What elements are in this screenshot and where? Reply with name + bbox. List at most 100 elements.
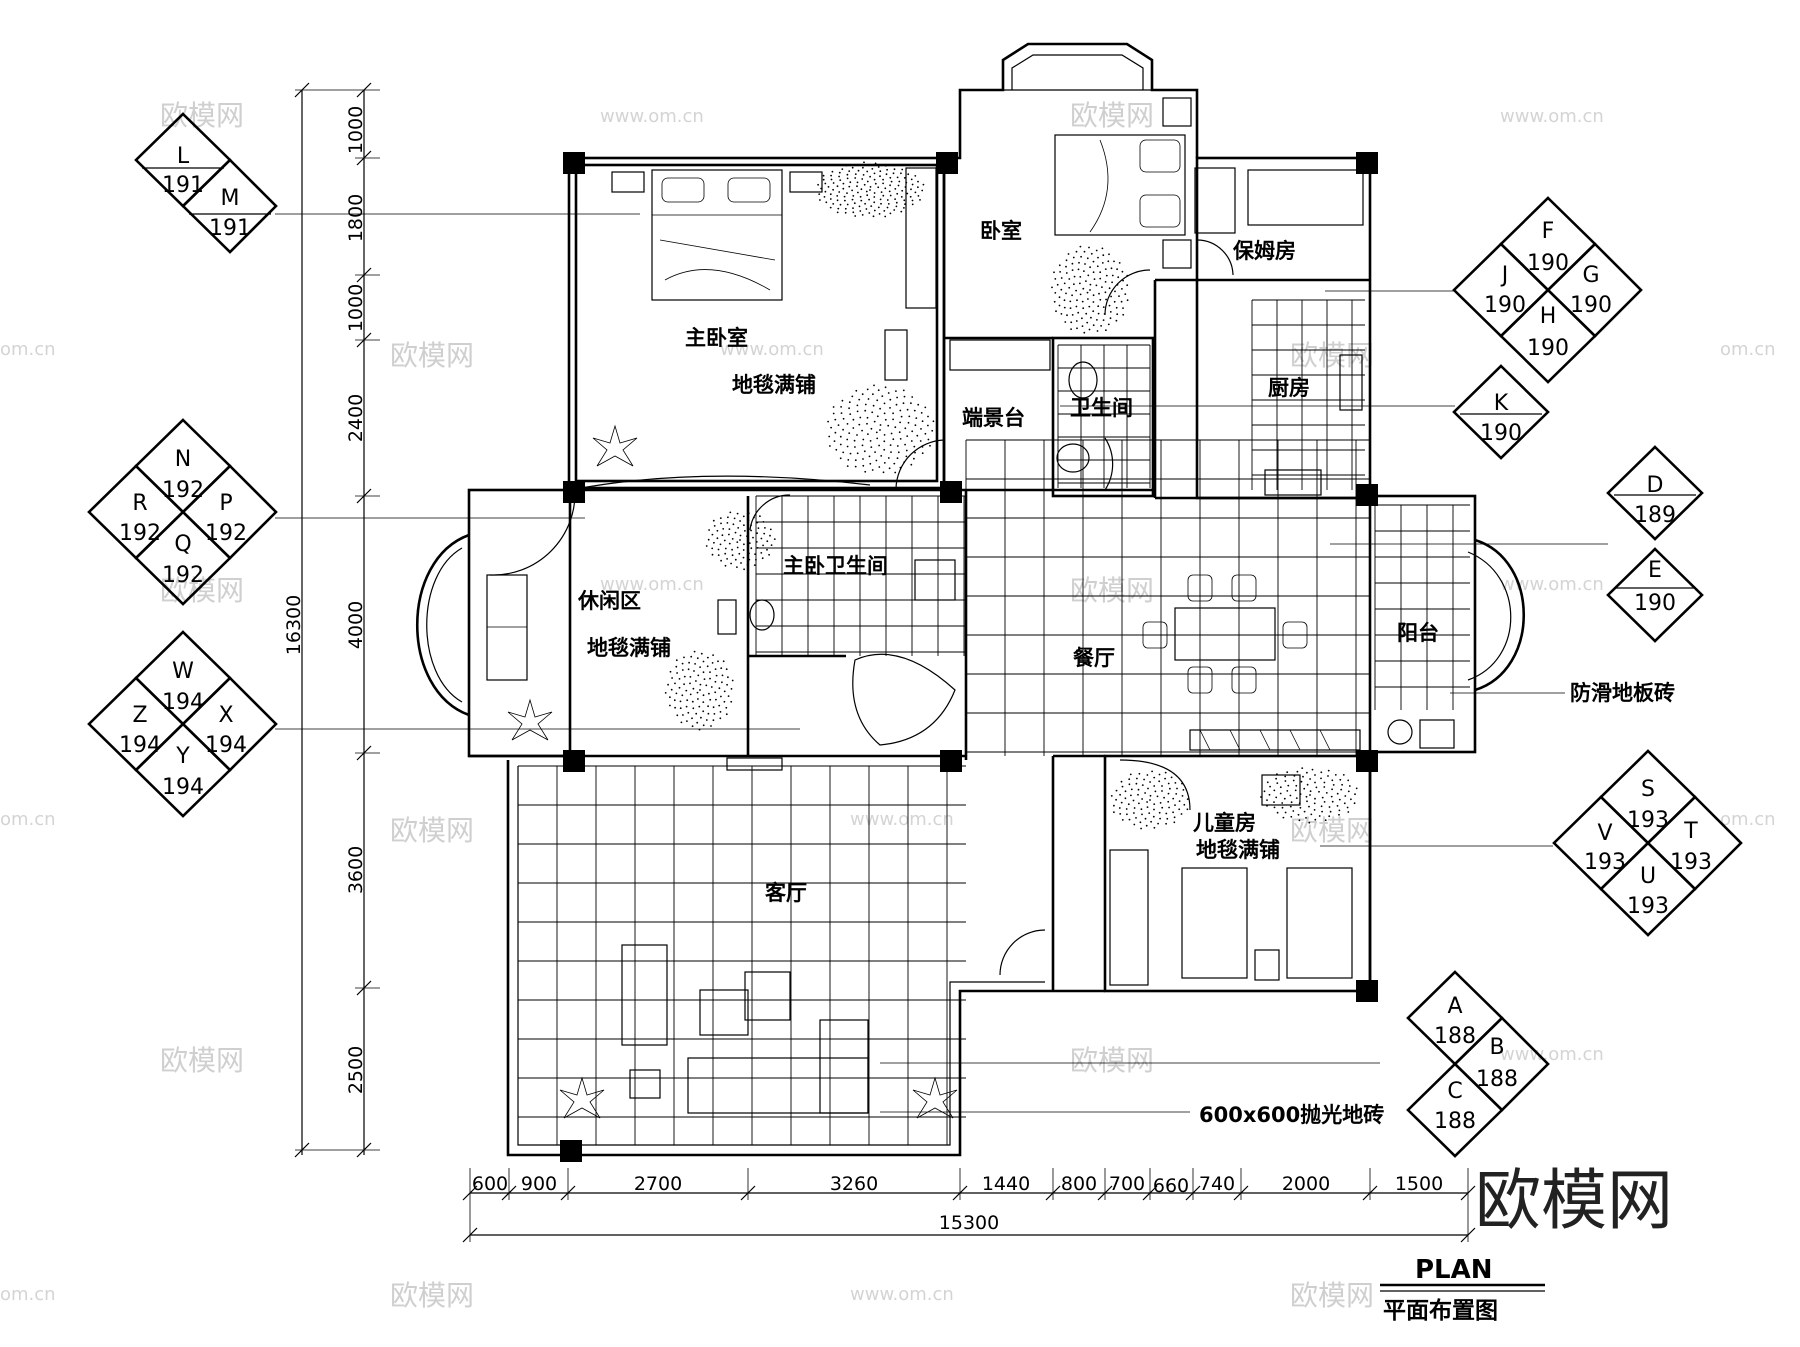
watermark: 欧模网 (390, 1279, 474, 1312)
tag-letter: T (1683, 819, 1698, 844)
index-tag-A-B-C: A 188 B 188 C 188 (1406, 970, 1550, 1158)
room-labels: 主卧室 地毯满铺 卧室 保姆房 厨房 卫生间 端景台 主卧卫生间 休闲区 地毯满… (577, 219, 1675, 1127)
tag-number: 192 (119, 521, 161, 546)
watermark: 欧模网 (160, 99, 244, 132)
label-dining: 餐厅 (1073, 646, 1115, 670)
vertical-dimensions: 1000 1800 1000 2400 4000 3600 2500 16300 (283, 82, 380, 1158)
leisure-sofa-icon (486, 574, 528, 681)
horizontal-dimensions: 600 900 2700 3260 1440 800 700 660 740 2… (462, 1168, 1476, 1243)
watermark-url: www.om.cn (600, 106, 704, 127)
tag-letter: W (172, 659, 194, 684)
armchair-icon (621, 944, 668, 1046)
tile-grid-kitchen (1251, 299, 1365, 490)
tag-letter: Q (174, 532, 191, 557)
tag-number: 190 (1570, 293, 1612, 318)
toilet-icon (1068, 361, 1098, 399)
plant-icon (592, 424, 638, 467)
tag-letter: X (218, 703, 233, 728)
tag-letter: F (1542, 219, 1555, 244)
watermark: 欧模网 (390, 339, 474, 372)
coffee-table-icon (744, 971, 791, 1021)
dim-v-6: 3600 (345, 846, 367, 894)
tile-grid-dining (965, 439, 1370, 756)
tag-letter: B (1489, 1035, 1504, 1060)
tag-number: 193 (1670, 850, 1712, 875)
side-table-icon (699, 989, 749, 1036)
tag-number: 194 (205, 733, 247, 758)
shelf-icon (949, 339, 1051, 371)
watermark-url: www.om.cn (850, 1284, 954, 1305)
dim-v-7: 2500 (345, 1046, 367, 1094)
furniture (486, 97, 1455, 1119)
tag-number: 188 (1434, 1024, 1476, 1049)
tag-number: 194 (119, 733, 161, 758)
master-bed-icon (611, 169, 823, 301)
dim-v-5: 4000 (345, 601, 367, 649)
tag-number: 190 (1527, 251, 1569, 276)
tag-letter: G (1582, 263, 1599, 288)
tag-number: 190 (1634, 591, 1676, 616)
watermark-url: om.cn (1720, 809, 1776, 830)
tag-letter: U (1640, 864, 1656, 889)
dim-v-1: 1000 (345, 106, 367, 154)
tag-letter: V (1597, 821, 1612, 846)
sofa-icon (687, 1057, 869, 1114)
tile-grid-master-bath (755, 495, 966, 656)
tile-grid-living (517, 765, 966, 1145)
tag-number: 192 (205, 521, 247, 546)
dim-h-9: 740 (1199, 1173, 1235, 1195)
bath-cabinet-icon (717, 599, 737, 635)
tag-number: 190 (1480, 421, 1522, 446)
tag-letter: Y (175, 744, 190, 769)
bedroom-bed-icon (1054, 97, 1192, 269)
watermark-url: om.cn (0, 1284, 56, 1305)
tag-number: 193 (1627, 894, 1669, 919)
kids-bed-1-icon (1181, 867, 1248, 979)
dim-v-2: 1800 (345, 194, 367, 242)
label-master-carpet: 地毯满铺 (732, 373, 816, 397)
watermark-url: www.om.cn (1500, 1044, 1604, 1065)
kids-bed-2-icon (1286, 867, 1353, 979)
dim-h-5: 1440 (982, 1173, 1030, 1195)
kids-desk-chair-icon (1261, 774, 1301, 806)
index-tag-N-R-P-Q: N 192 R 192 P 192 Q 192 (87, 418, 278, 606)
label-master-bath: 主卧卫生间 (783, 554, 888, 578)
dim-h-4: 3260 (830, 1173, 878, 1195)
kids-wardrobe-icon (1109, 849, 1149, 986)
stove-icon (1339, 354, 1363, 411)
label-nanny-room: 保姆房 (1232, 239, 1296, 263)
index-tag-D: D 189 (1606, 445, 1704, 541)
dim-h-8: 660 (1153, 1175, 1189, 1197)
sink-icon (1264, 469, 1322, 496)
plan-subtitle: 平面布置图 (1383, 1297, 1498, 1324)
watermark-url: www.om.cn (1500, 574, 1604, 595)
plant-icon (912, 1076, 958, 1119)
label-leisure-carpet: 地毯满铺 (587, 636, 671, 660)
master-basin-icon (749, 599, 775, 631)
tag-number: 188 (1434, 1109, 1476, 1134)
index-tag-W-Z-X-Y: W 194 Z 194 X 194 Y 194 (87, 630, 278, 818)
tag-letter: N (175, 447, 191, 472)
watermark: 欧模网 (1070, 99, 1154, 132)
wardrobe-icon (905, 167, 937, 309)
watermark-url: om.cn (1720, 339, 1776, 360)
note-anti-slip-tile: 防滑地板砖 (1570, 681, 1675, 705)
label-kitchen: 厨房 (1268, 376, 1310, 400)
nanny-wardrobe-icon (1194, 167, 1236, 234)
tag-number: 192 (162, 478, 204, 503)
doors (489, 239, 1234, 976)
carpet-texture (664, 161, 1358, 830)
label-leisure: 休闲区 (577, 589, 641, 613)
tag-letter: A (1447, 994, 1462, 1019)
watermark: 欧模网 (160, 1044, 244, 1077)
watermark-url: om.cn (0, 809, 56, 830)
tag-number: 194 (162, 775, 204, 800)
leader-lines (275, 213, 1608, 1113)
tag-number: 194 (162, 690, 204, 715)
index-tag-K: K 190 (1452, 364, 1550, 460)
label-living: 客厅 (765, 881, 807, 905)
tv-stand-icon (726, 757, 783, 771)
tag-number: 192 (162, 563, 204, 588)
dim-v-total: 16300 (283, 595, 305, 655)
watermark-url: www.om.cn (600, 574, 704, 595)
